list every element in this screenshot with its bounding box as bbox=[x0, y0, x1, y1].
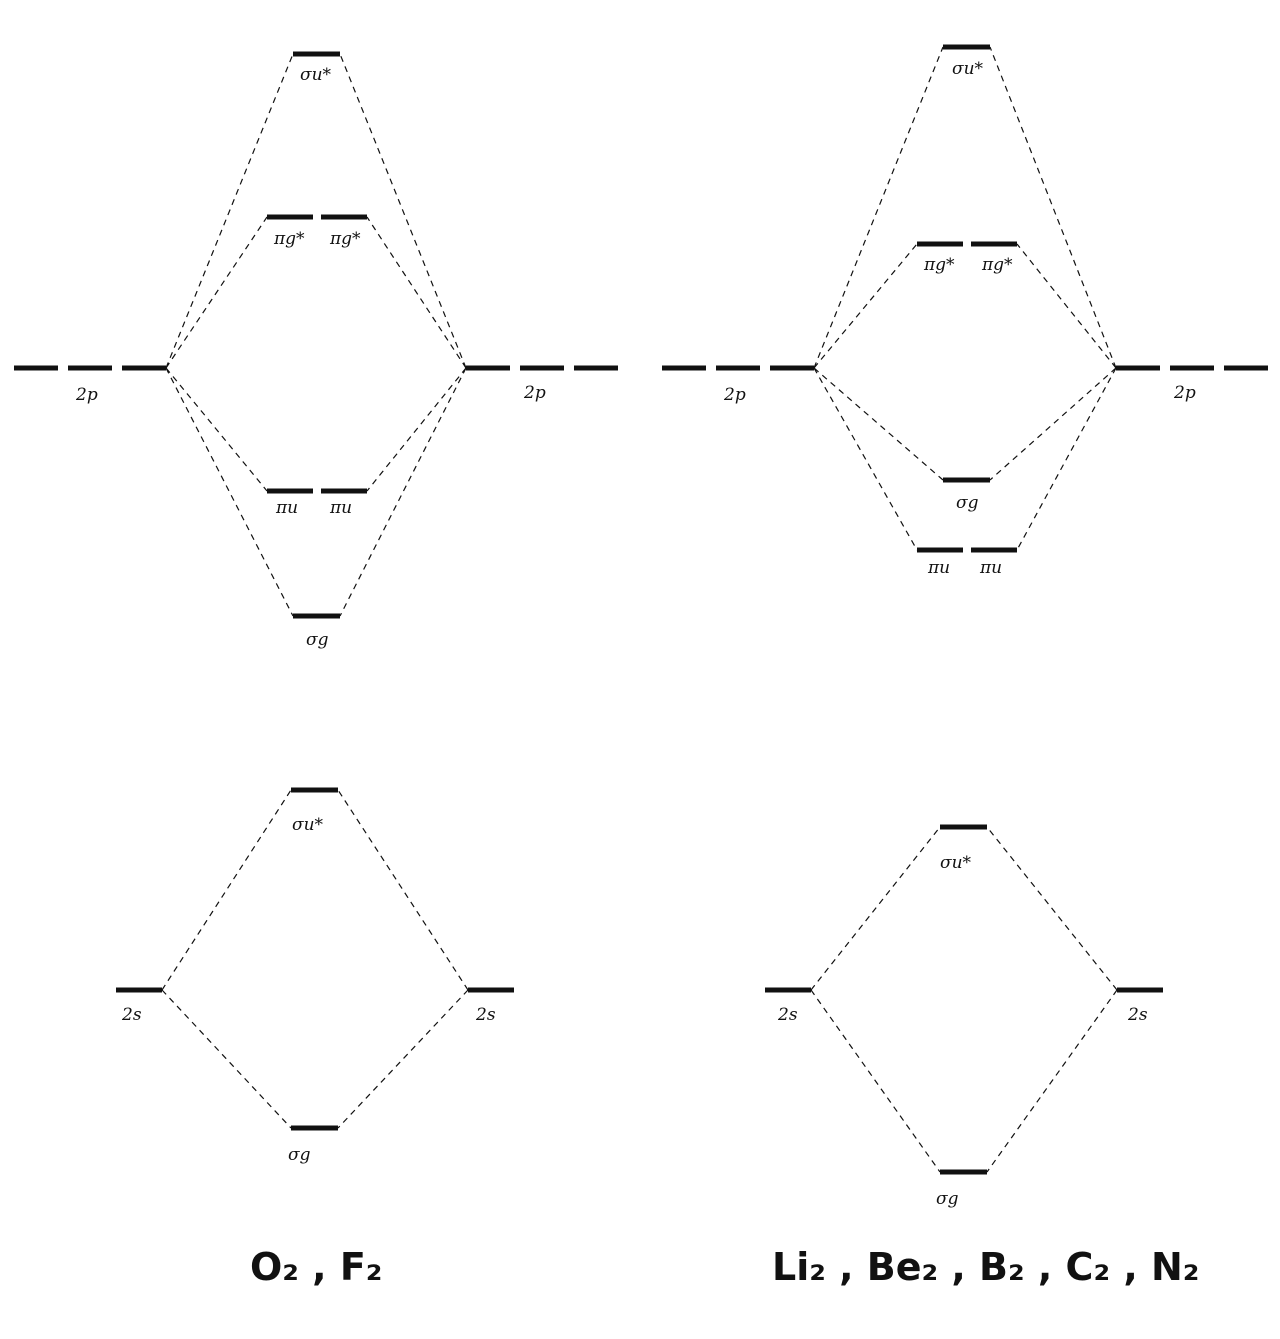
right-2s-connector bbox=[810, 989, 941, 1173]
left-pi-u-label-1: πu bbox=[275, 498, 298, 518]
right-2s-connector bbox=[986, 989, 1118, 1173]
right-sigma-u-star-2p-label: σu* bbox=[952, 59, 984, 79]
left-pi-g-star-label-2: πg* bbox=[329, 229, 361, 249]
right-2p-diagram: 2p 2p σu* πg* πg* σg πu πu bbox=[662, 44, 1268, 578]
right-2p-connector bbox=[1016, 243, 1117, 369]
right-2p-connector bbox=[813, 243, 918, 369]
right-sigma-g-2p-label: σg bbox=[956, 493, 979, 513]
right-pi-u-label-1: πu bbox=[927, 558, 950, 578]
left-molecules-caption: O₂ , F₂ bbox=[250, 1245, 382, 1289]
right-ao-2p-right-label: 2p bbox=[1173, 383, 1196, 403]
left-2s-connector bbox=[161, 789, 292, 991]
left-sigma-u-star-2p-label: σu* bbox=[300, 65, 332, 85]
left-ao-2p-left-label: 2p bbox=[75, 385, 98, 405]
left-2p-connector bbox=[366, 367, 467, 492]
left-2p-connector bbox=[165, 216, 268, 369]
left-2p-connector bbox=[339, 367, 467, 617]
left-sigma-u-star-2s-label: σu* bbox=[292, 815, 324, 835]
right-2s-connector bbox=[810, 826, 941, 991]
right-sigma-u-star-2s-label: σu* bbox=[940, 853, 972, 873]
right-2p-connector bbox=[989, 367, 1117, 481]
left-2p-diagram: 2p 2p σu* πg* πg* πu πu σg bbox=[14, 51, 618, 650]
right-2p-connector bbox=[1016, 367, 1117, 551]
left-ao-2p-right-label: 2p bbox=[523, 383, 546, 403]
right-ao-2p-left-label: 2p bbox=[723, 385, 746, 405]
left-pi-u-label-2: πu bbox=[329, 498, 352, 518]
left-2p-connector bbox=[165, 53, 294, 369]
right-2p-connector bbox=[813, 367, 944, 481]
left-2s-connector bbox=[161, 989, 292, 1129]
left-2p-connector bbox=[165, 367, 268, 492]
left-2s-diagram: 2s 2s σu* σg bbox=[116, 787, 514, 1165]
right-2s-diagram: 2s 2s σu* σg bbox=[765, 824, 1163, 1209]
right-2p-connector bbox=[813, 46, 944, 369]
left-2p-connector bbox=[165, 367, 294, 617]
right-2p-connector bbox=[989, 46, 1117, 369]
right-2p-connector bbox=[813, 367, 918, 551]
right-ao-2s-left-label: 2s bbox=[777, 1005, 798, 1025]
left-ao-2s-left-label: 2s bbox=[121, 1005, 142, 1025]
left-pi-g-star-label-1: πg* bbox=[273, 229, 305, 249]
left-2p-connector bbox=[366, 216, 467, 369]
left-sigma-g-2p-label: σg bbox=[306, 630, 329, 650]
right-pi-g-star-label-1: πg* bbox=[923, 255, 955, 275]
left-2p-connector bbox=[339, 53, 467, 369]
right-2s-connector bbox=[986, 826, 1118, 991]
right-pi-g-star-label-2: πg* bbox=[981, 255, 1013, 275]
right-sigma-g-2s-label: σg bbox=[936, 1189, 959, 1209]
left-2s-connector bbox=[337, 989, 469, 1129]
right-pi-u-label-2: πu bbox=[979, 558, 1002, 578]
right-molecules-caption: Li₂ , Be₂ , B₂ , C₂ , N₂ bbox=[772, 1245, 1199, 1289]
left-ao-2s-right-label: 2s bbox=[475, 1005, 496, 1025]
right-ao-2s-right-label: 2s bbox=[1127, 1005, 1148, 1025]
left-2s-connector bbox=[337, 789, 469, 991]
left-sigma-g-2s-label: σg bbox=[288, 1145, 311, 1165]
